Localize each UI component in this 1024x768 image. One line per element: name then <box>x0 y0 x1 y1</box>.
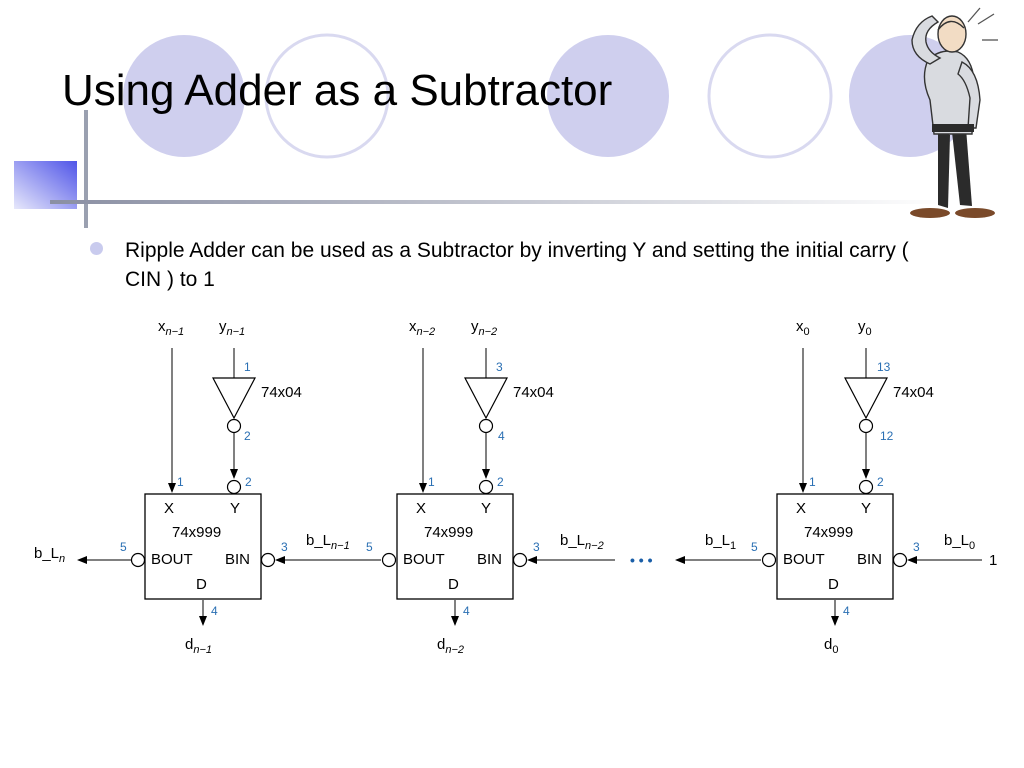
pin-x-mid: 1 <box>428 475 435 489</box>
inv-msb-bubble <box>226 418 242 434</box>
bout-msb-bubble <box>130 552 146 568</box>
y-msb-bubble <box>226 479 242 495</box>
vertical-rule <box>84 110 88 228</box>
x-msb-label: xn−1 <box>158 318 184 338</box>
pin-y-msb: 2 <box>245 475 252 489</box>
borrow-link-label: b_Ln−1 <box>306 532 350 552</box>
pin-bout-lsb: 5 <box>751 540 758 554</box>
y-mid-bubble <box>478 479 494 495</box>
inverter-lsb <box>844 377 888 420</box>
adder-mid-part: 74x999 <box>424 524 473 541</box>
stage-lsb: x0 y0 13 74x04 12 1 2 X Y 74x999 BOUT BI… <box>751 318 997 656</box>
pin-bout-mid: 5 <box>366 540 373 554</box>
adder-msb-part: 74x999 <box>172 524 221 541</box>
adder-lsb-box <box>776 493 894 600</box>
inverter-lsb-part: 74x04 <box>893 384 934 401</box>
bullet-dot-icon <box>90 242 103 255</box>
adder-msb-bout: BOUT <box>151 551 193 568</box>
adder-lsb-bout: BOUT <box>783 551 825 568</box>
bin-mid-label: b_Ln−2 <box>560 532 604 552</box>
adder-mid-box <box>396 493 514 600</box>
stage-mid: xn−2 yn−2 3 74x04 4 1 2 X Y 74x999 BOUT … <box>366 318 615 656</box>
puzzled-man-icon <box>910 7 998 218</box>
d-lsb-label: d0 <box>824 636 838 656</box>
cin-value: 1 <box>989 552 997 569</box>
inv-mid-in-pin: 3 <box>496 360 503 374</box>
inv-lsb-bubble <box>858 418 874 434</box>
bout-mid-bubble <box>381 552 397 568</box>
inverter-mid-part: 74x04 <box>513 384 554 401</box>
horizontal-rule <box>50 200 950 204</box>
inv-msb-in-pin: 1 <box>244 360 251 374</box>
inv-mid-bubble <box>478 418 494 434</box>
inverter-msb-part: 74x04 <box>261 384 302 401</box>
adder-msb-d: D <box>196 576 207 593</box>
adder-lsb-d: D <box>828 576 839 593</box>
bin-msb-bubble <box>260 552 276 568</box>
inverter-msb <box>212 377 256 420</box>
inv-lsb-out-pin: 12 <box>880 429 894 443</box>
adder-mid-bin: BIN <box>477 551 502 568</box>
y-msb-label: yn−1 <box>219 318 245 338</box>
pin-y-mid: 2 <box>497 475 504 489</box>
bout-lsb-label: b_L1 <box>705 532 736 552</box>
x-mid-label: xn−2 <box>409 318 435 338</box>
bin-lsb-bubble <box>892 552 908 568</box>
d-mid-label: dn−2 <box>437 636 464 656</box>
adder-lsb-bin: BIN <box>857 551 882 568</box>
d-msb-label: dn−1 <box>185 636 212 656</box>
adder-mid-y: Y <box>481 500 491 517</box>
pin-bin-lsb: 3 <box>913 540 920 554</box>
pin-x-lsb: 1 <box>809 475 816 489</box>
deco-circle-outline-2 <box>707 33 833 159</box>
pin-d-mid: 4 <box>463 604 470 618</box>
bout-msb-label: b_Ln <box>34 545 65 565</box>
adder-msb-y: Y <box>230 500 240 517</box>
adder-msb-x: X <box>164 500 174 517</box>
bin-mid-bubble <box>512 552 528 568</box>
y-mid-label: yn−2 <box>471 318 497 338</box>
adder-msb-bin: BIN <box>225 551 250 568</box>
deco-circle-filled-2 <box>547 35 669 157</box>
inverter-mid <box>464 377 508 420</box>
pin-bout-msb: 5 <box>120 540 127 554</box>
inv-msb-out-pin: 2 <box>244 429 251 443</box>
bullet-text: Ripple Adder can be used as a Subtractor… <box>125 239 909 291</box>
stage-msb: xn−1 yn−1 1 74x04 2 1 2 X Y 74x999 BOUT … <box>34 318 302 656</box>
slide-title: Using Adder as a Subtractor <box>62 66 613 115</box>
pin-y-lsb: 2 <box>877 475 884 489</box>
bout-lsb-bubble <box>761 552 777 568</box>
inv-lsb-in-pin: 13 <box>877 360 891 374</box>
x-lsb-label: x0 <box>796 318 810 338</box>
adder-lsb-part: 74x999 <box>804 524 853 541</box>
pin-d-lsb: 4 <box>843 604 850 618</box>
pin-bin-msb: 3 <box>281 540 288 554</box>
deco-circle-filled-1 <box>123 35 245 157</box>
bin-lsb-label: b_L0 <box>944 532 975 552</box>
adder-mid-d: D <box>448 576 459 593</box>
pin-bin-mid: 3 <box>533 540 540 554</box>
adder-mid-bout: BOUT <box>403 551 445 568</box>
pin-x-msb: 1 <box>177 475 184 489</box>
adder-lsb-y: Y <box>861 500 871 517</box>
deco-circle-outline-1 <box>264 33 390 159</box>
pin-d-msb: 4 <box>211 604 218 618</box>
inv-mid-out-pin: 4 <box>498 429 505 443</box>
y-lsb-bubble <box>858 479 874 495</box>
adder-mid-x: X <box>416 500 426 517</box>
adder-lsb-x: X <box>796 500 806 517</box>
ellipsis: • • • <box>630 552 653 568</box>
y-lsb-label: y0 <box>858 318 872 338</box>
adder-msb-box <box>144 493 262 600</box>
